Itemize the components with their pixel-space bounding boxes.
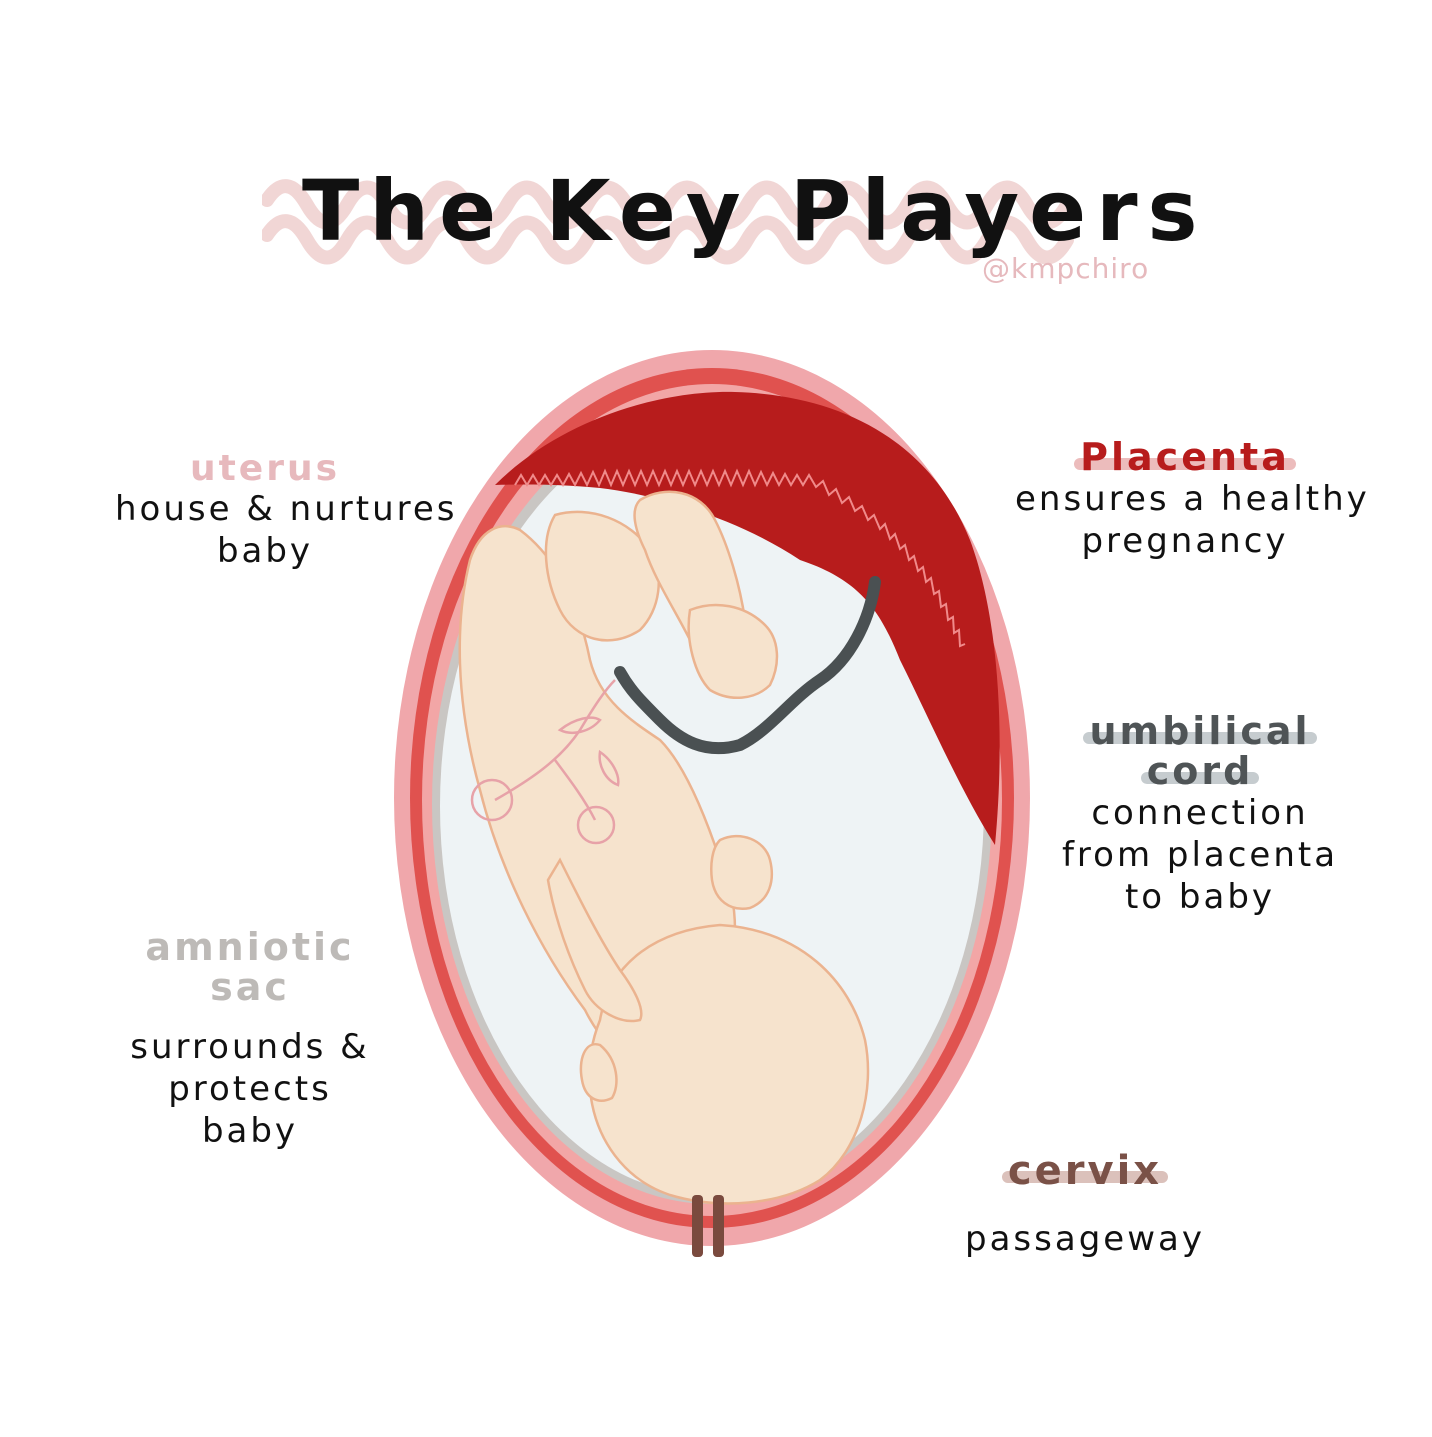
baby-hand [710, 834, 774, 911]
placenta [495, 391, 1000, 845]
label-placenta: Placenta ensures a healthy pregnancy [1015, 437, 1370, 562]
flower-decoration [470, 679, 620, 845]
author-handle: @kmpchiro [982, 252, 1150, 285]
label-uterus: uterus house & nurtures baby [115, 448, 458, 572]
label-umbilical-cord-name-line-1: umbilical [1083, 711, 1317, 752]
label-umbilical-cord-name-line-2: cord [1140, 751, 1260, 792]
umbilical-cord [614, 576, 881, 755]
page-title: The Key Players [302, 162, 1208, 260]
label-amniotic-sac-desc-line-3: baby [201, 1110, 299, 1151]
placenta-villi [514, 468, 966, 648]
label-placenta-name: Placenta [1074, 437, 1296, 478]
cervix-right [713, 1195, 724, 1257]
label-umbilical-cord-desc-line-2: from placenta [1061, 834, 1339, 875]
label-cervix-name: cervix [1001, 1150, 1169, 1192]
title-scribble-decoration [262, 179, 1074, 265]
baby [458, 490, 870, 1205]
label-uterus-desc-line-1: house & nurtures [115, 488, 458, 529]
label-amniotic-sac-desc-line-2: protects [168, 1068, 332, 1109]
baby-foot [687, 603, 779, 700]
label-placenta-desc-line-1: ensures a healthy [1015, 478, 1370, 519]
baby-head [588, 923, 870, 1205]
label-cervix-desc: passageway [965, 1219, 1205, 1259]
label-cervix: cervix passageway [950, 1150, 1220, 1260]
label-uterus-desc-line-2: baby [216, 530, 314, 571]
baby-arm [546, 857, 643, 1023]
label-umbilical-cord-desc-line-1: connection [1091, 792, 1309, 833]
label-umbilical-cord: umbilical cord connection from placenta … [1060, 711, 1340, 918]
label-placenta-desc-line-2: pregnancy [1081, 520, 1289, 561]
label-amniotic-sac-name-line-2: sac [210, 964, 290, 1009]
baby-ear [579, 1043, 618, 1102]
title-block: The Key Players [262, 150, 1198, 280]
cervix-left [692, 1195, 703, 1257]
label-umbilical-cord-desc-line-3: to baby [1124, 876, 1276, 917]
baby-thigh [544, 510, 660, 642]
label-amniotic-sac-desc-line-1: surrounds & [130, 1026, 370, 1067]
label-uterus-name: uterus [189, 448, 341, 489]
label-amniotic-sac: amniotic sac surrounds & protects baby [125, 925, 375, 1152]
label-amniotic-sac-name-line-1: amniotic [145, 925, 355, 969]
